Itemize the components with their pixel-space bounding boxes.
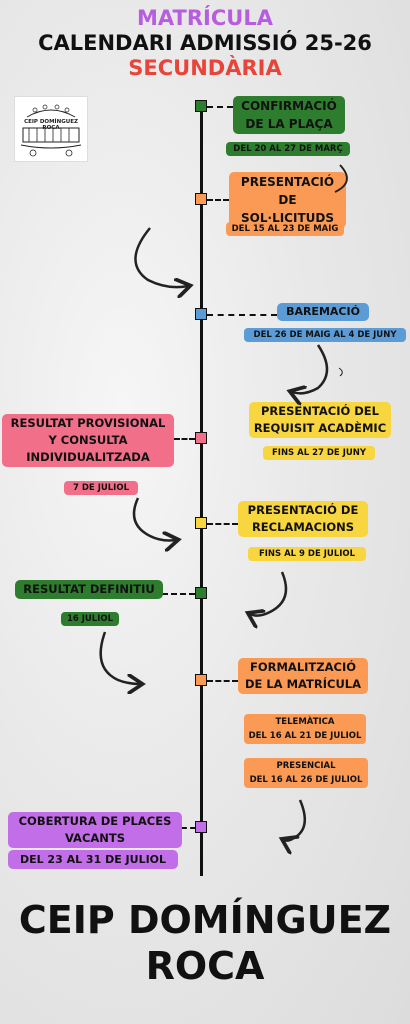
event-title-line: DE LA MATRÍCULA: [244, 677, 362, 691]
timeline-marker-baremacio: [195, 308, 207, 320]
curved-arrow-icon: [250, 571, 288, 616]
curved-arrow-icon: [338, 367, 343, 377]
connector-dash: [207, 106, 233, 108]
event-date-telematica: TELEMÀTICA DEL 16 AL 21 DE JULIOL: [244, 714, 366, 744]
event-date-baremacio: DEL 26 DE MAIG AL 4 DE JUNY: [244, 328, 406, 342]
event-title-line: COBERTURA DE PLACES: [18, 814, 172, 828]
event-title-line: PRESENTACIÓ DE: [247, 503, 359, 517]
event-date-line: TELEMÀTICA: [275, 717, 335, 727]
curved-arrow-icon: [292, 344, 329, 393]
connector-dash: [207, 314, 277, 316]
school-logo: CEIP DOMÍNGUEZ ROCA: [14, 96, 88, 162]
event-title-line: Y CONSULTA: [48, 433, 128, 447]
header-title-matricula: MATRÍCULA: [137, 6, 273, 30]
connector-dash: [207, 680, 238, 682]
timeline-axis: [200, 100, 203, 876]
curved-arrow-icon: [99, 631, 140, 684]
event-confirmacio-plaça: CONFIRMACIÓ DE LA PLAÇA: [233, 96, 345, 134]
event-cobertura-vacants: COBERTURA DE PLACES VACANTS: [8, 812, 182, 848]
event-baremacio: BAREMACIÓ: [277, 303, 369, 321]
event-title-line: DE LA PLAÇA: [245, 117, 333, 131]
footer-school-name: CEIP DOMÍNGUEZ: [18, 898, 392, 942]
event-title-line: RECLAMACIONS: [251, 520, 355, 534]
event-date-line: DEL 16 AL 21 DE JULIOL: [248, 731, 362, 741]
event-title-line: REQUISIT ACADÈMIC: [253, 421, 387, 435]
event-date-provisional: 7 DE JULIOL: [64, 481, 138, 495]
event-date-requisit: FINS AL 27 DE JUNY: [263, 446, 375, 460]
school-logo-drawing: [20, 104, 82, 157]
event-reclamacions: PRESENTACIÓ DE RECLAMACIONS: [238, 501, 368, 537]
event-title-line: VACANTS: [64, 831, 126, 845]
event-date-confirmacio: DEL 20 AL 27 DE MARÇ: [226, 142, 350, 156]
event-date-line: DEL 16 AL 26 DE JULIOL: [249, 775, 363, 785]
event-title-line: RESULTAT PROVISIONAL: [10, 416, 166, 430]
timeline-marker-formalitzacio: [195, 674, 207, 686]
header-title-secundaria: SECUNDÀRIA: [128, 56, 282, 80]
curved-arrow-icon: [284, 799, 307, 841]
connector-dash: [207, 523, 238, 525]
event-date-presencial: PRESENCIAL DEL 16 AL 26 DE JULIOL: [244, 758, 368, 788]
connector-dash: [207, 199, 229, 201]
curved-arrow-icon: [334, 164, 348, 193]
header-title-calendari: CALENDARI ADMISSIÓ 25-26: [38, 31, 372, 55]
school-logo-text: CEIP DOMÍNGUEZ ROCA: [24, 119, 78, 131]
timeline-marker-reclamacions: [195, 517, 207, 529]
curved-arrow-icon: [132, 497, 176, 541]
timeline-marker-definitiu: [195, 587, 207, 599]
event-title-line: PRESENTACIÓ: [240, 175, 335, 189]
event-resultat-definitiu: RESULTAT DEFINITIU: [15, 580, 163, 599]
connector-dash: [182, 827, 195, 829]
event-presentacio-sollicituds: PRESENTACIÓ DE SOL·LICITUDS: [229, 172, 346, 228]
timeline-marker-confirmacio: [195, 100, 207, 112]
event-title-line: INDIVIDUALITZADA: [26, 450, 150, 464]
footer-school-name-roca: ROCA: [145, 944, 265, 988]
event-title-line: FORMALITZACIÓ: [249, 660, 356, 674]
event-date-reclamacions: FINS AL 9 DE JULIOL: [248, 547, 366, 561]
timeline-marker-vacants: [195, 821, 207, 833]
timeline-marker-sollicituds: [195, 193, 207, 205]
timeline-marker-provisional: [195, 432, 207, 444]
event-date-sollicituds: DEL 15 AL 23 DE MAIG: [226, 222, 344, 236]
event-title-line: DE SOL·LICITUDS: [241, 193, 334, 225]
event-formalitzacio-matricula: FORMALITZACIÓ DE LA MATRÍCULA: [238, 658, 368, 694]
curved-arrow-icon: [134, 227, 188, 287]
event-date-line: PRESENCIAL: [276, 761, 336, 771]
event-title-line: PRESENTACIÓ DEL: [261, 404, 379, 418]
connector-dash: [174, 438, 195, 440]
event-resultat-provisional: RESULTAT PROVISIONAL Y CONSULTA INDIVIDU…: [2, 414, 174, 467]
connector-dash: [162, 593, 195, 595]
event-requisit-academic: PRESENTACIÓ DEL REQUISIT ACADÈMIC: [249, 402, 391, 438]
event-date-definitiu: 16 JULIOL: [61, 612, 119, 626]
event-title-line: CONFIRMACIÓ: [241, 99, 337, 113]
event-date-vacants: DEL 23 AL 31 DE JULIOL: [8, 850, 178, 869]
